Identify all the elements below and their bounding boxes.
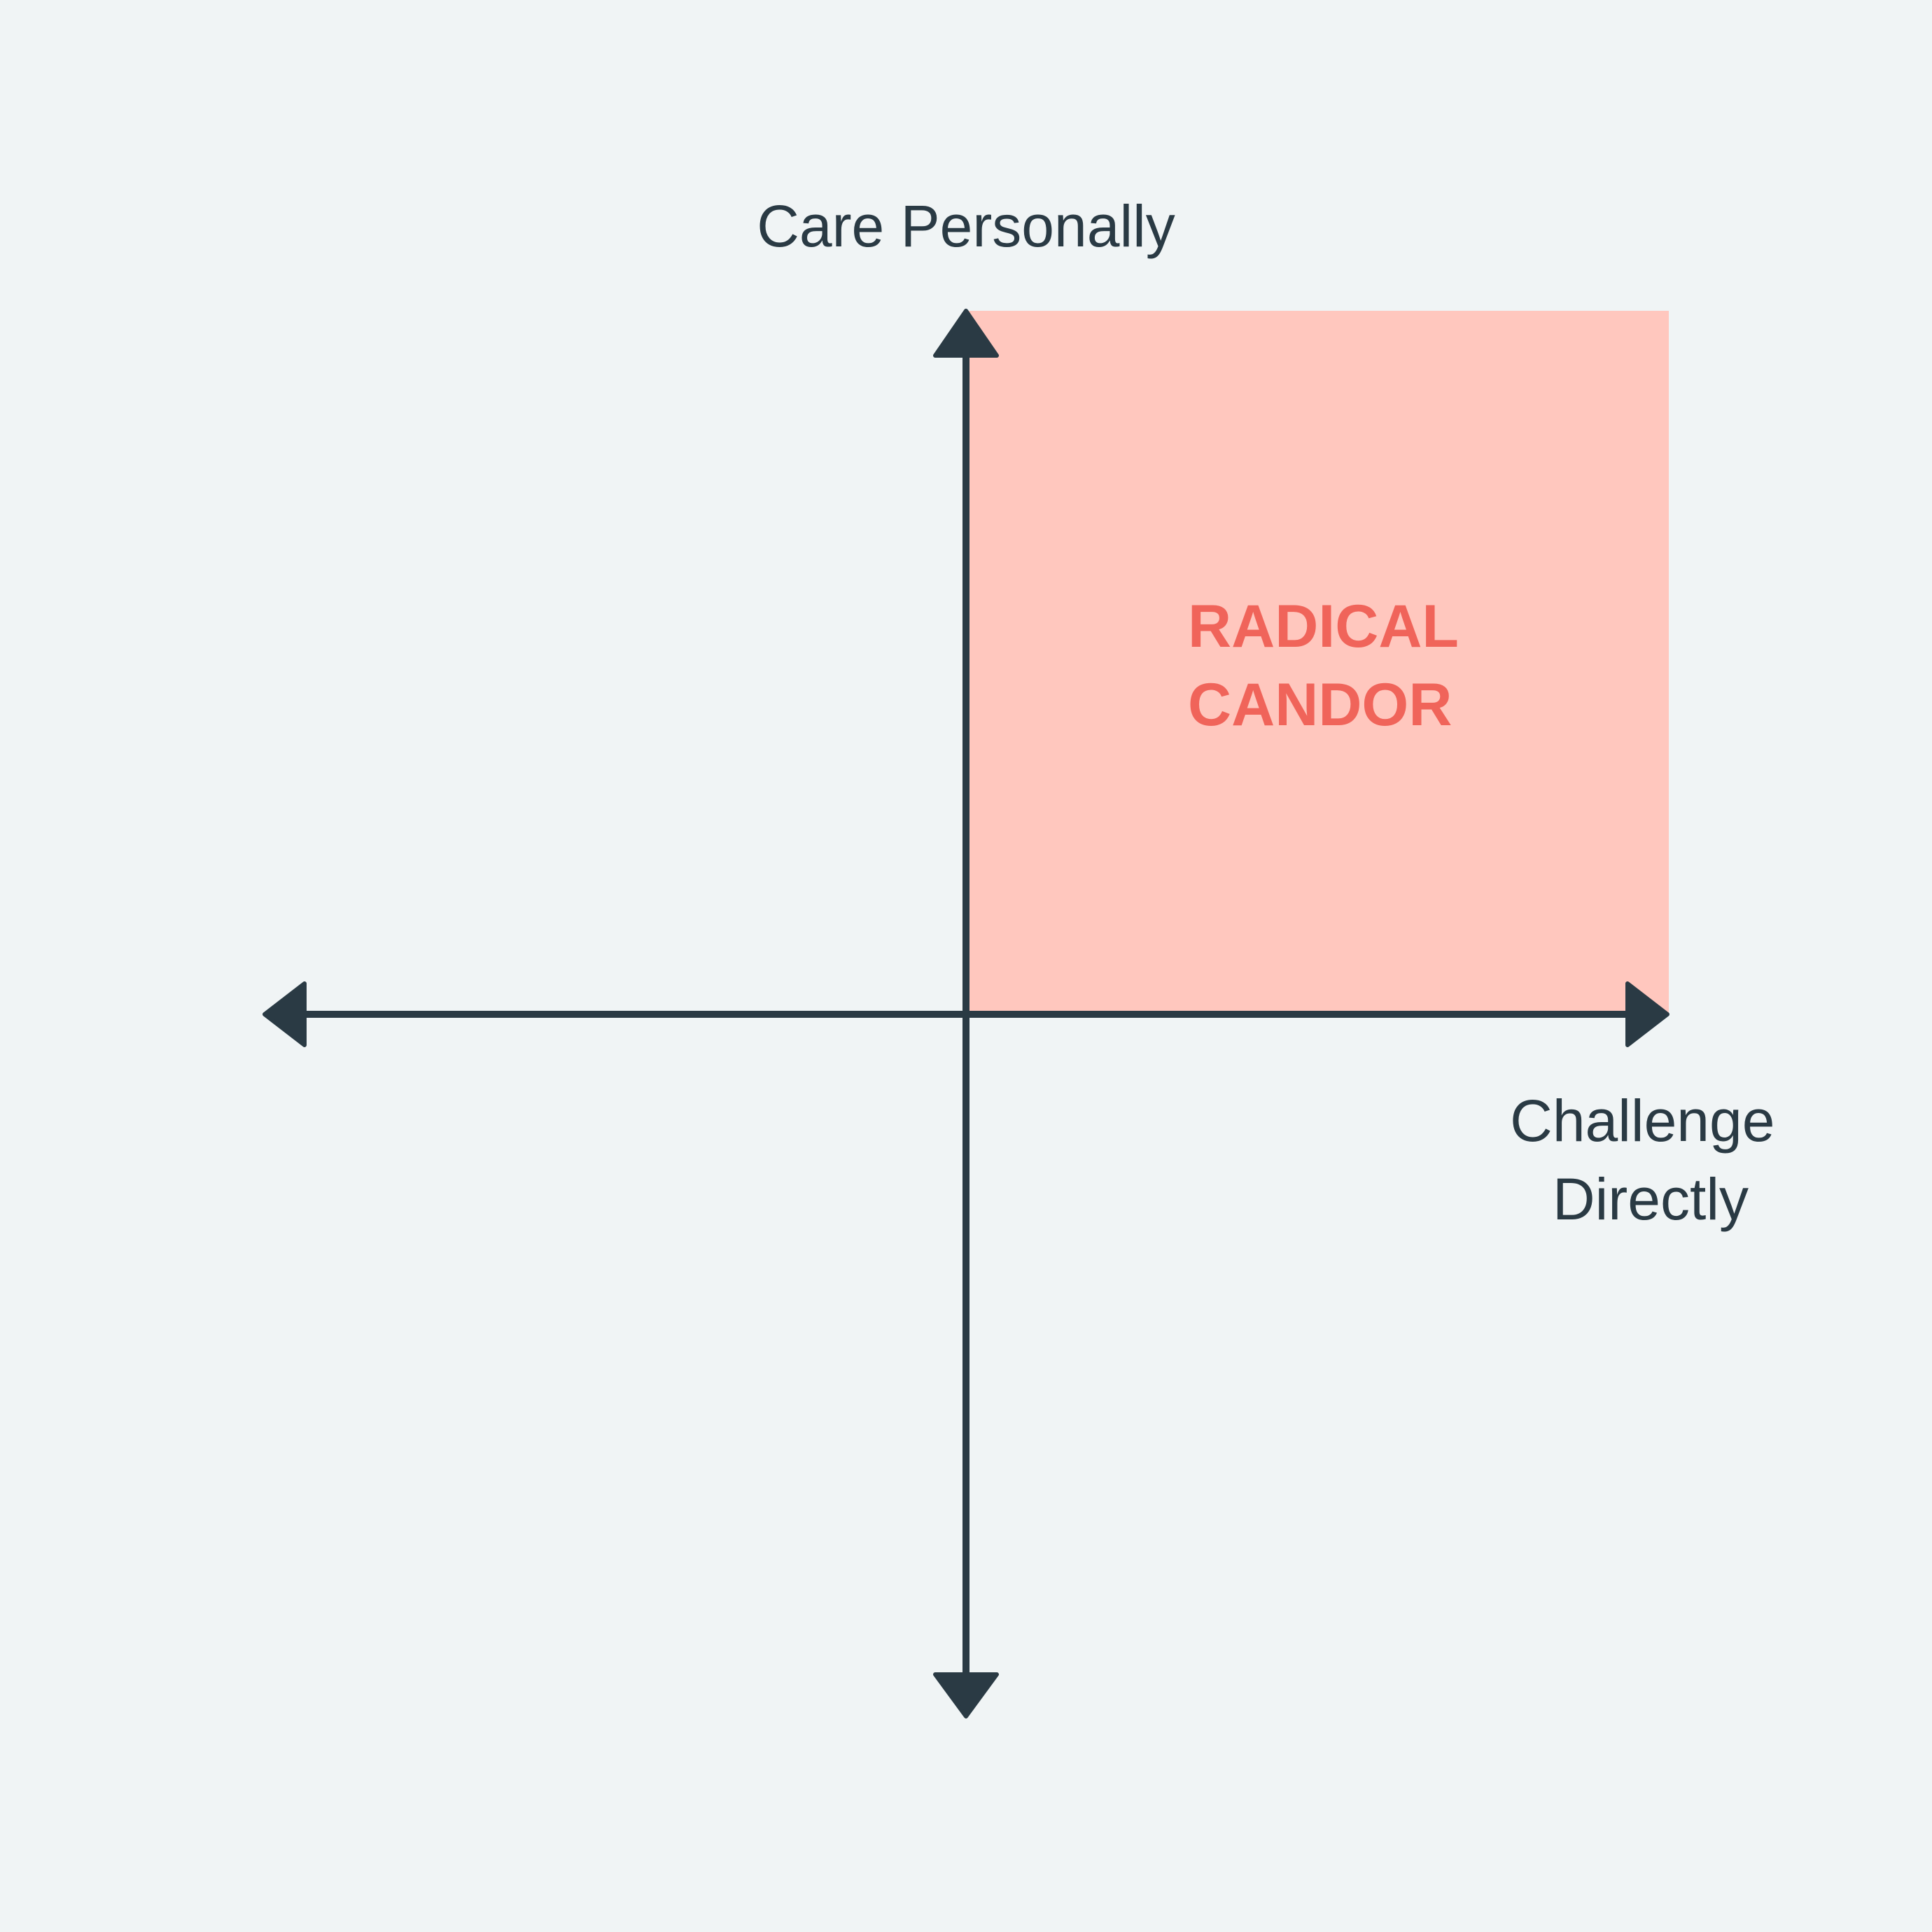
x-axis-label: Challenge Directly (1510, 1088, 1791, 1232)
quadrant-label-line-1: RADICAL (1188, 593, 1457, 660)
arrow-right-icon (1625, 981, 1670, 1047)
arrow-down-icon (933, 1672, 999, 1718)
quadrant-label: RADICAL CANDOR (1188, 593, 1474, 738)
arrow-left-icon (262, 981, 307, 1047)
x-axis-label-line-1: Challenge (1510, 1088, 1774, 1154)
arrow-up-icon (933, 309, 999, 358)
x-axis-label-line-2: Directly (1553, 1166, 1749, 1232)
radical-candor-quadrant (966, 311, 1669, 1014)
y-axis-label: Care Personally (757, 193, 1175, 259)
quadrant-label-line-2: CANDOR (1188, 671, 1452, 738)
